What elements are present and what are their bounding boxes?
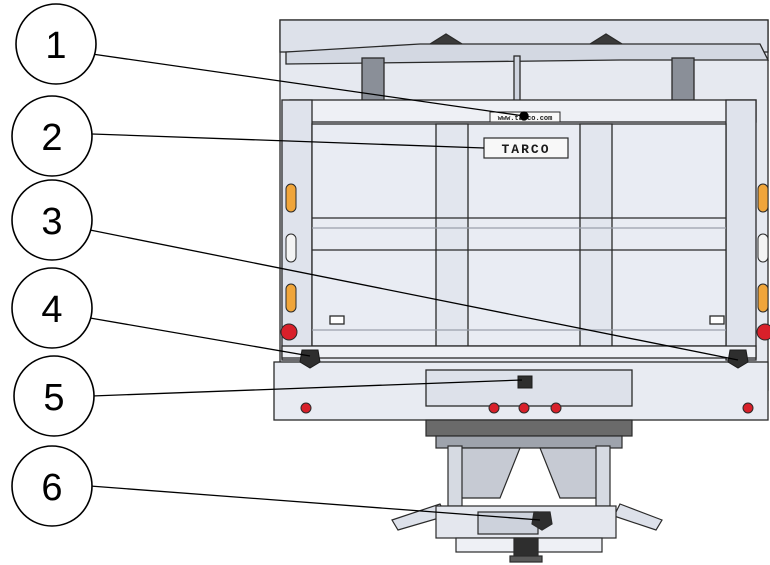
spinner-box-panel [477,511,539,535]
hanger-right [595,445,611,507]
spinner-foot [509,555,543,563]
leader-2 [91,133,485,149]
truck-body [273,19,770,421]
leader-6 [89,485,541,521]
side-column-left [281,99,313,361]
red-light-left [280,323,298,341]
bumper-light-2 [488,402,500,414]
callout-5-label: 5 [43,377,64,419]
upper-post-center [513,55,521,103]
spreader-mount-bar [435,435,623,449]
hopper-bracket-left [459,447,521,499]
center-connector [517,375,533,389]
upper-post-right [671,57,695,103]
bottom-sill [281,345,757,359]
brand-plate-group: TARCO [483,137,569,159]
slot-right [709,315,725,325]
lights [280,183,770,414]
leader-lines [89,53,739,521]
leader-1-dot [519,111,529,121]
top-bar-sweep [285,43,770,65]
inner-panel [311,123,727,347]
clear-light-left [285,233,297,263]
callout-1-label: 1 [45,25,66,67]
spinner-fin-right [613,503,663,531]
red-light-right [756,323,770,341]
brand-plate-text: TARCO [501,142,550,157]
callout-1: 1 [15,3,97,85]
bumper-light-5 [742,402,754,414]
hardware [299,349,749,389]
leader-5 [91,379,523,397]
bumper-light-1 [300,402,312,414]
clear-light-right [757,233,769,263]
hanger-left [447,445,463,507]
bumper-light-3 [518,402,530,414]
amber-light-left-upper [285,183,297,213]
leader-4 [89,317,311,357]
side-column-right [725,99,757,361]
callout-2-label: 2 [41,117,62,159]
callout-6-label: 6 [41,467,62,509]
bumper-light-4 [550,402,562,414]
amber-light-left-lower [285,283,297,313]
amber-light-right-upper [757,183,769,213]
callout-6: 6 [11,445,93,527]
slot-left [329,315,345,325]
amber-light-right-lower [757,283,769,313]
callout-3: 3 [11,179,93,261]
leader-1 [91,53,525,117]
spreader-assembly [391,419,663,563]
leader-3 [89,229,739,361]
callout-circles: 1 2 3 4 5 6 [11,3,97,527]
callout-4: 4 [11,267,93,349]
callout-5: 5 [13,355,95,437]
spreader-tie-down [531,511,553,531]
right-tie-down [727,349,749,369]
callout-3-label: 3 [41,201,62,243]
rib-1 [435,123,469,347]
rib-2 [579,123,613,347]
callout-2: 2 [11,95,93,177]
callout-4-label: 4 [41,289,62,331]
hopper-bracket-right [539,447,601,499]
spreader-top-bar [425,419,633,437]
